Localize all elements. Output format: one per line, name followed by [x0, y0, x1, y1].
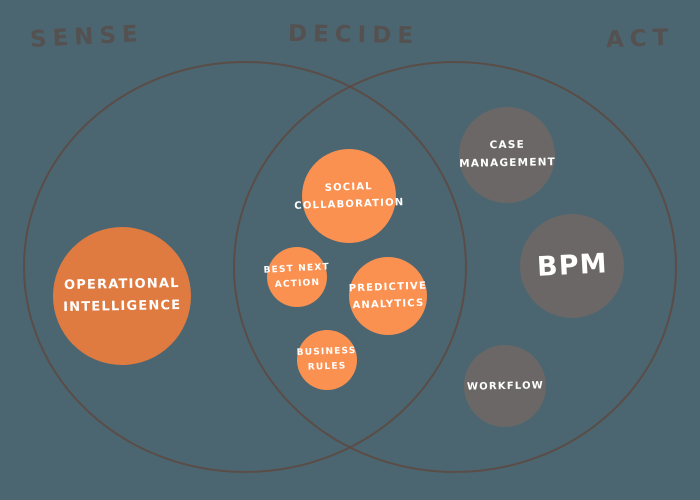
bubble-label-workflow: WORKFLOW	[466, 379, 544, 393]
bubble-workflow: WORKFLOW	[464, 345, 546, 427]
outline-decide-act-circle	[233, 61, 677, 473]
bubble-label-bpm: BPM	[535, 248, 609, 283]
outline-sense-decide-circle	[23, 61, 467, 473]
bubble-bpm: BPM	[520, 214, 624, 318]
